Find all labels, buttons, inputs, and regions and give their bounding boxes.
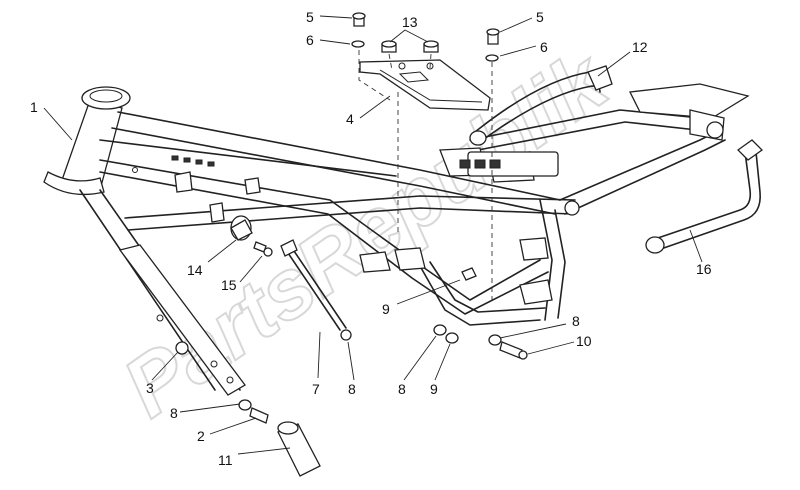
callout-labels: 1 2 3 4 5 5 6 6 7 8 8 8 8 9 9 10 11 12 1… — [30, 9, 712, 468]
leader-lines — [43, 15, 703, 455]
rubber-block-part-14 — [230, 215, 253, 241]
main-frame — [43, 83, 750, 396]
fasteners — [175, 12, 528, 424]
callout-14: 14 — [187, 262, 203, 278]
callout-5: 5 — [536, 9, 544, 25]
callout-11: 11 — [218, 452, 233, 468]
callout-12: 12 — [632, 39, 648, 55]
screw-part-15 — [253, 241, 273, 257]
watermark-text: PartsRepublik — [106, 31, 626, 434]
callout-10: 10 — [576, 333, 592, 349]
callout-15: 15 — [221, 277, 237, 293]
rear-stand-part-16 — [645, 139, 764, 254]
callout-7: 7 — [312, 381, 320, 397]
assembly-guide-lines — [358, 50, 493, 300]
long-bolt-part-7 — [280, 239, 352, 341]
callout-9: 9 — [430, 381, 438, 397]
callout-8: 8 — [572, 313, 580, 329]
callout-9: 9 — [382, 301, 390, 317]
callout-1: 1 — [30, 99, 38, 115]
callout-8: 8 — [170, 405, 178, 421]
callout-13: 13 — [402, 14, 418, 30]
callout-6: 6 — [540, 39, 548, 55]
callout-8: 8 — [348, 381, 356, 397]
callout-16: 16 — [696, 261, 712, 277]
callout-2: 2 — [197, 428, 205, 444]
sleeve-part-11 — [277, 421, 321, 477]
grab-handle-part-12 — [469, 65, 613, 146]
callout-6: 6 — [306, 32, 314, 48]
callout-3: 3 — [146, 380, 154, 396]
callout-5: 5 — [306, 9, 314, 25]
mounting-plate-part-4 — [359, 59, 491, 111]
callout-4: 4 — [346, 111, 354, 127]
callout-8: 8 — [398, 381, 406, 397]
